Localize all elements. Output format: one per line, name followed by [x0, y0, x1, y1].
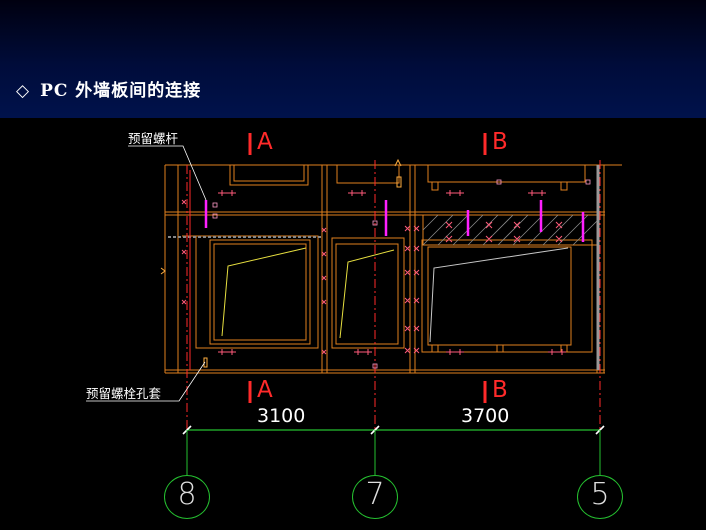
section-mark-b-bottom: B: [492, 377, 508, 403]
section-mark-a-top: A: [257, 129, 273, 155]
axis-label-right: 5: [590, 477, 610, 512]
wall-panel-outlines: [164, 164, 622, 374]
section-mark-a-bottom: A: [257, 377, 273, 403]
diamond-icon: ◇: [16, 81, 31, 101]
slide-title: ◇ PC 外墙板间的连接: [16, 76, 201, 101]
label-reserved-sleeve: 预留螺栓孔套: [86, 386, 162, 401]
callout-leaders: [86, 145, 207, 402]
dimension-span-1: 3100: [257, 405, 306, 427]
axis-bubble-left: [164, 475, 210, 519]
bolt-sleeves: [160, 158, 402, 368]
anchor-bolts: [181, 190, 566, 355]
dimension-line: [182, 425, 605, 475]
slide-header: ◇ PC 外墙板间的连接: [0, 0, 706, 118]
reserved-rods: [204, 200, 585, 242]
slide-title-text: PC 外墙板间的连接: [40, 81, 202, 101]
sleeve-markers: [212, 179, 591, 369]
cad-drawing: [86, 133, 622, 475]
axis-label-left: 8: [177, 477, 197, 512]
dimension-span-2: 3700: [461, 405, 510, 427]
axis-bubble-right: [577, 475, 623, 519]
section-mark-b-top: B: [492, 129, 508, 155]
window-diagonals: [221, 247, 569, 343]
axis-bubble-mid: [352, 475, 398, 519]
axis-label-mid: 7: [365, 477, 385, 512]
label-reserved-rod: 预留螺杆: [128, 131, 179, 146]
hatch-zone: [422, 214, 599, 246]
grid-lines: [186, 133, 601, 430]
